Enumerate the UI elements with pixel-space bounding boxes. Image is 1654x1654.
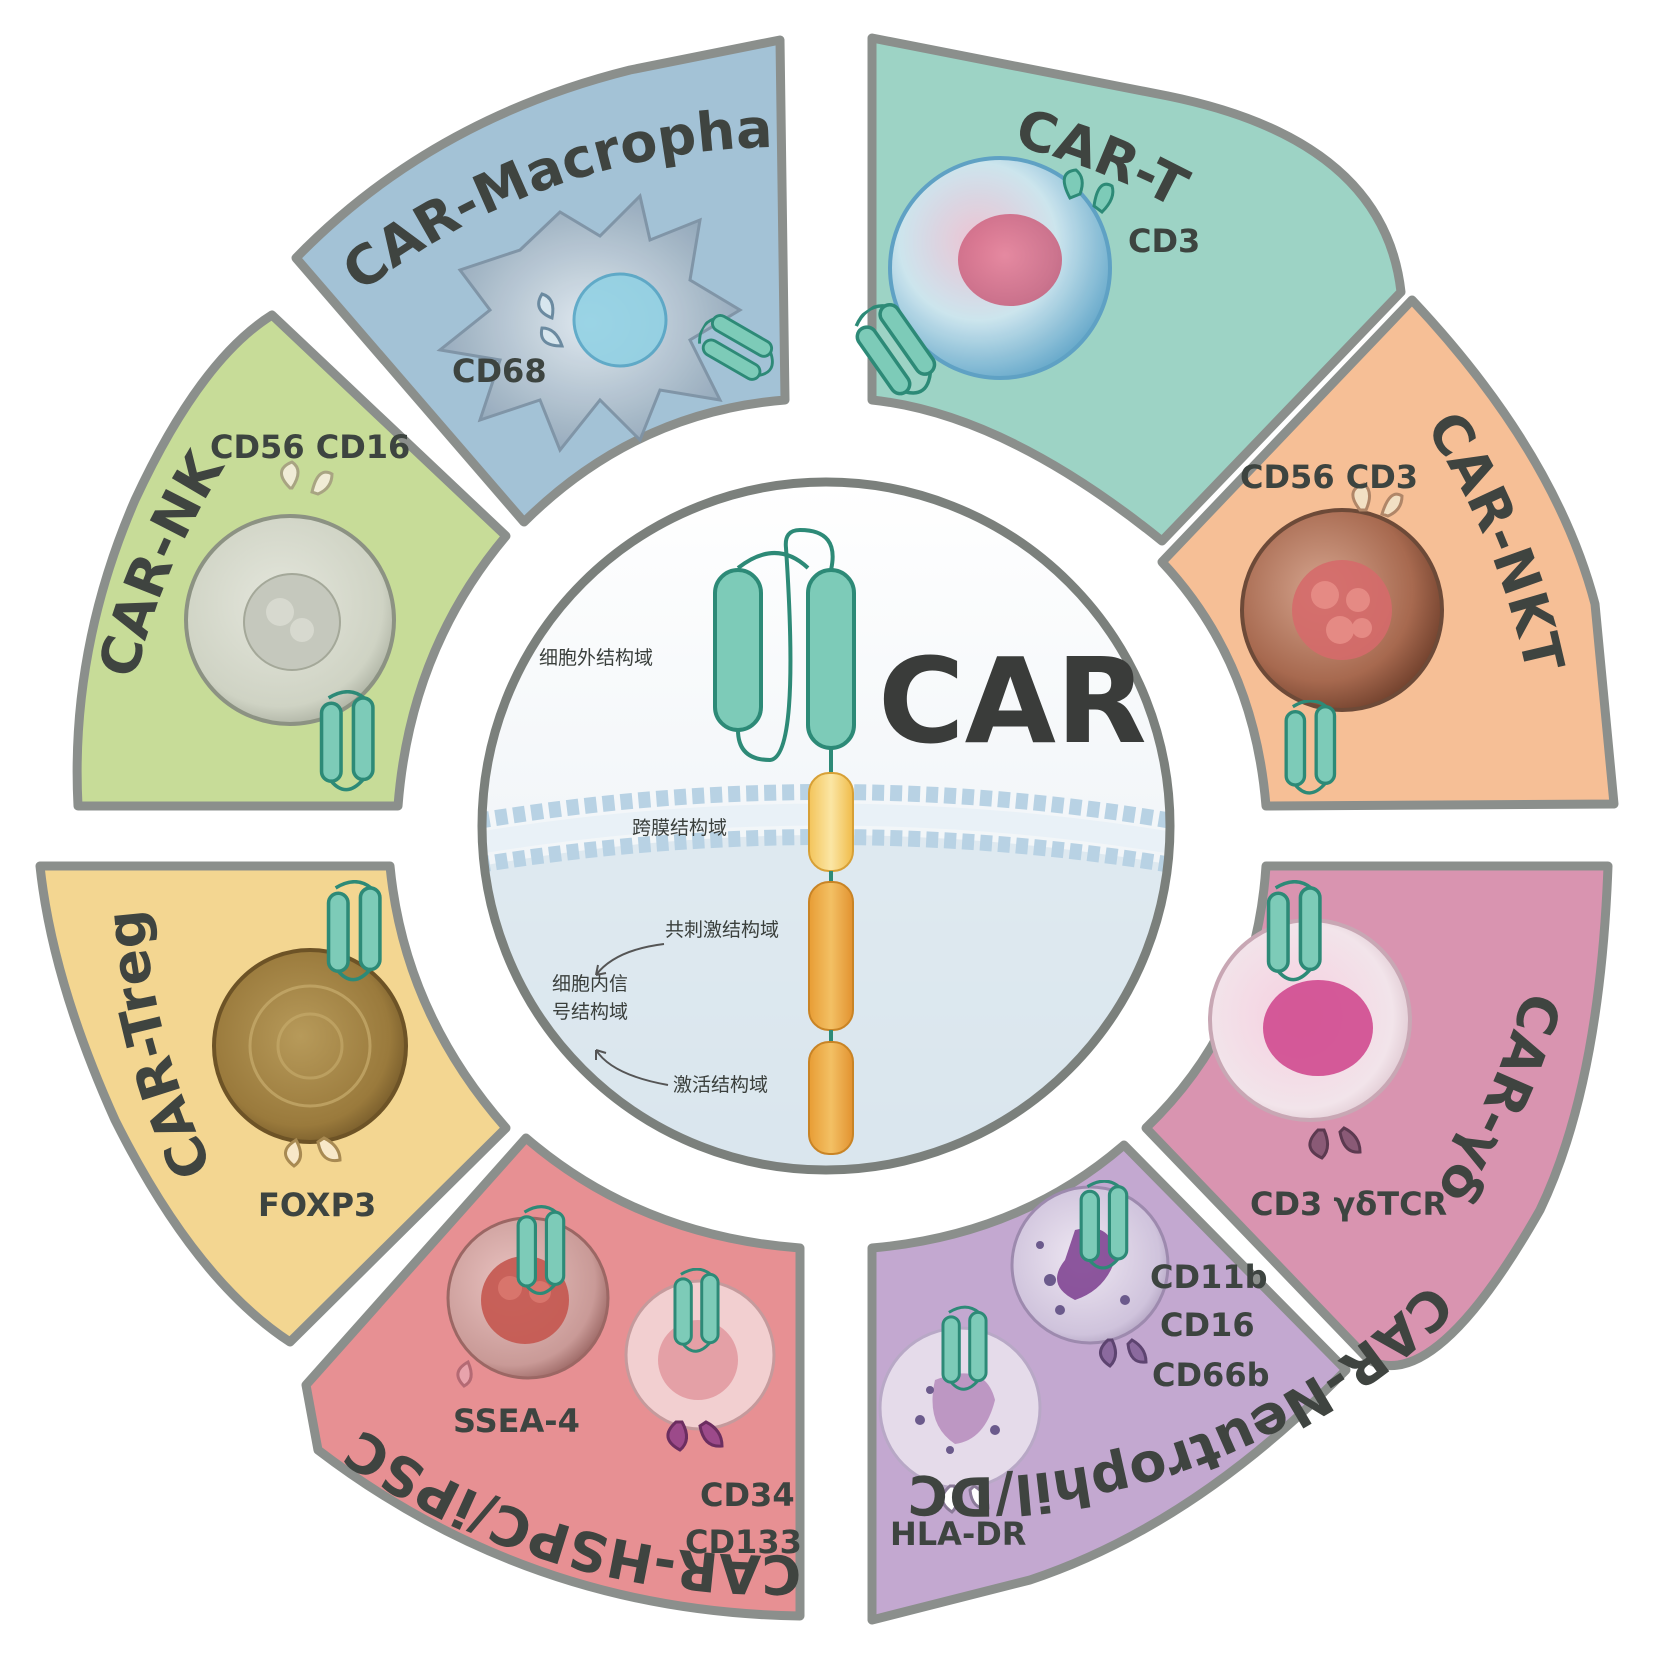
segment-car-hspc-ipsc — [301, 1133, 805, 1621]
car-nk-marker: CD56 CD16 — [210, 428, 410, 466]
segment-car-neutrophil-dc-bg — [867, 1140, 1351, 1625]
car-hspc-marker-cd34: CD34 — [700, 1476, 795, 1514]
label-intracellular-domain-line1: 细胞内信 — [552, 973, 628, 995]
car-neutrophil-marker-cd66b: CD66b — [1152, 1356, 1269, 1394]
car-nkt-marker: CD56 CD3 — [1240, 458, 1418, 496]
scfv-light-domain — [806, 568, 856, 750]
car-hspc-marker-cd133: CD133 — [685, 1523, 802, 1561]
car-gdt-marker: CD3 γδTCR — [1250, 1185, 1447, 1223]
car-neutrophil-marker-cd11b: CD11b — [1150, 1258, 1267, 1296]
label-extracellular-domain: 细胞外结构域 — [539, 647, 653, 669]
car-dc-marker-hla-dr: HLA-DR — [890, 1515, 1026, 1553]
car-t-marker: CD3 — [1128, 222, 1200, 260]
car-hspc-marker-ssea4: SSEA-4 — [453, 1402, 580, 1440]
car-receptor — [713, 527, 856, 1155]
segment-car-neutrophil-dc — [867, 1140, 1351, 1625]
arrow-costim — [595, 943, 665, 976]
car-macrophage-marker: CD68 — [452, 352, 547, 390]
car-neutrophil-dc-cells — [878, 1180, 1170, 1514]
car-t-cell — [847, 156, 1115, 404]
arrow-activation — [595, 1049, 669, 1086]
car-title: CAR — [878, 632, 1147, 770]
scfv-heavy-domain — [713, 568, 763, 732]
label-costimulatory-domain: 共刺激结构域 — [665, 919, 779, 941]
costimulatory-domain — [808, 881, 854, 1031]
activation-domain — [808, 1041, 854, 1155]
car-hspc-ipsc-cells — [446, 1205, 776, 1452]
car-nk-cell — [184, 460, 396, 792]
transmembrane-domain — [808, 772, 854, 872]
car-neutrophil-marker-cd16: CD16 — [1160, 1306, 1255, 1344]
label-activation-domain: 激活结构域 — [673, 1074, 768, 1096]
label-intracellular-domain-line2: 号结构域 — [552, 1001, 628, 1023]
car-treg-marker: FOXP3 — [258, 1186, 376, 1224]
segment-car-hspc-ipsc-bg — [301, 1133, 805, 1621]
car-gdt-cell — [1208, 880, 1412, 1160]
car-macrophage-cell — [436, 193, 782, 453]
car-treg-cell — [212, 880, 408, 1168]
center-car-structure: CAR 细胞外结构域 跨膜结构域 共刺激结构域 细胞内信 号结构域 激活结构域 — [477, 477, 1175, 1175]
label-transmembrane-domain: 跨膜结构域 — [632, 817, 727, 839]
car-nkt-cell — [1240, 482, 1444, 795]
